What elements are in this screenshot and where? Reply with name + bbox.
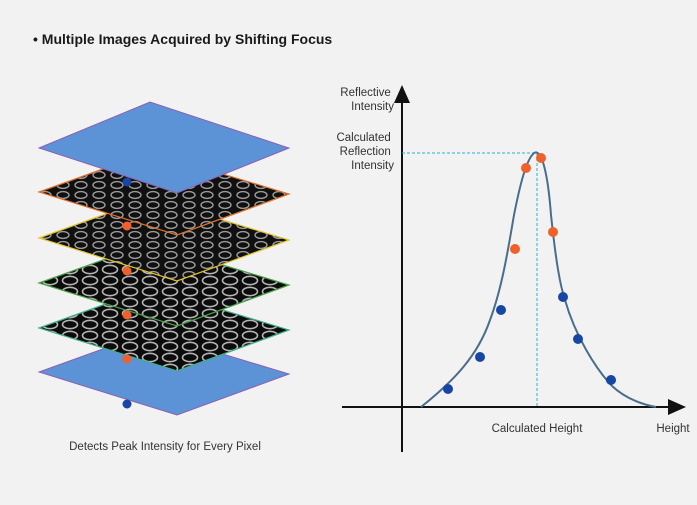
graph-dot-blue-2 bbox=[475, 352, 485, 362]
y-axis-label-line-1: Reflective bbox=[340, 87, 391, 99]
graph-dot-blue-4 bbox=[558, 292, 568, 302]
peak-label-line-1: Calculated bbox=[336, 132, 390, 144]
graph-dot-blue-3 bbox=[496, 305, 506, 315]
stack-dot-layer-1 bbox=[122, 221, 132, 231]
stack-dot-layer-3 bbox=[122, 310, 132, 320]
stack-caption: Detects Peak Intensity for Every Pixel bbox=[69, 441, 261, 453]
peak-label-line-2: Reflection bbox=[340, 146, 391, 158]
plane-top bbox=[37, 101, 291, 194]
calculated-height-label: Calculated Height bbox=[492, 423, 584, 435]
graph-dot-blue-1 bbox=[443, 384, 453, 394]
image-stack: Detects Peak Intensity for Every Pixel bbox=[37, 101, 291, 453]
intensity-graph: Reflective Intensity Calculated Reflecti… bbox=[336, 85, 690, 452]
graph-dot-orange-1 bbox=[510, 244, 520, 254]
diagram-title: • Multiple Images Acquired by Shifting F… bbox=[33, 31, 333, 47]
peak-label-line-3: Intensity bbox=[351, 160, 394, 172]
peak-intensity-label: Calculated Reflection Intensity bbox=[336, 132, 394, 172]
stack-dot-bottom bbox=[122, 399, 132, 409]
y-axis-label-line-2: Intensity bbox=[351, 101, 394, 113]
x-axis-label: Height bbox=[656, 423, 690, 435]
graph-dot-blue-6 bbox=[606, 375, 616, 385]
intensity-curve bbox=[420, 151, 657, 408]
graph-dot-orange-3 bbox=[536, 153, 546, 163]
stack-dot-top bbox=[122, 177, 132, 187]
stack-dot-layer-4 bbox=[122, 354, 132, 364]
y-axis-label: Reflective Intensity bbox=[340, 87, 394, 113]
stack-dot-layer-2 bbox=[122, 266, 132, 276]
graph-dot-blue-5 bbox=[573, 334, 583, 344]
graph-dot-orange-4 bbox=[548, 227, 558, 237]
graph-dot-orange-2 bbox=[521, 163, 531, 173]
